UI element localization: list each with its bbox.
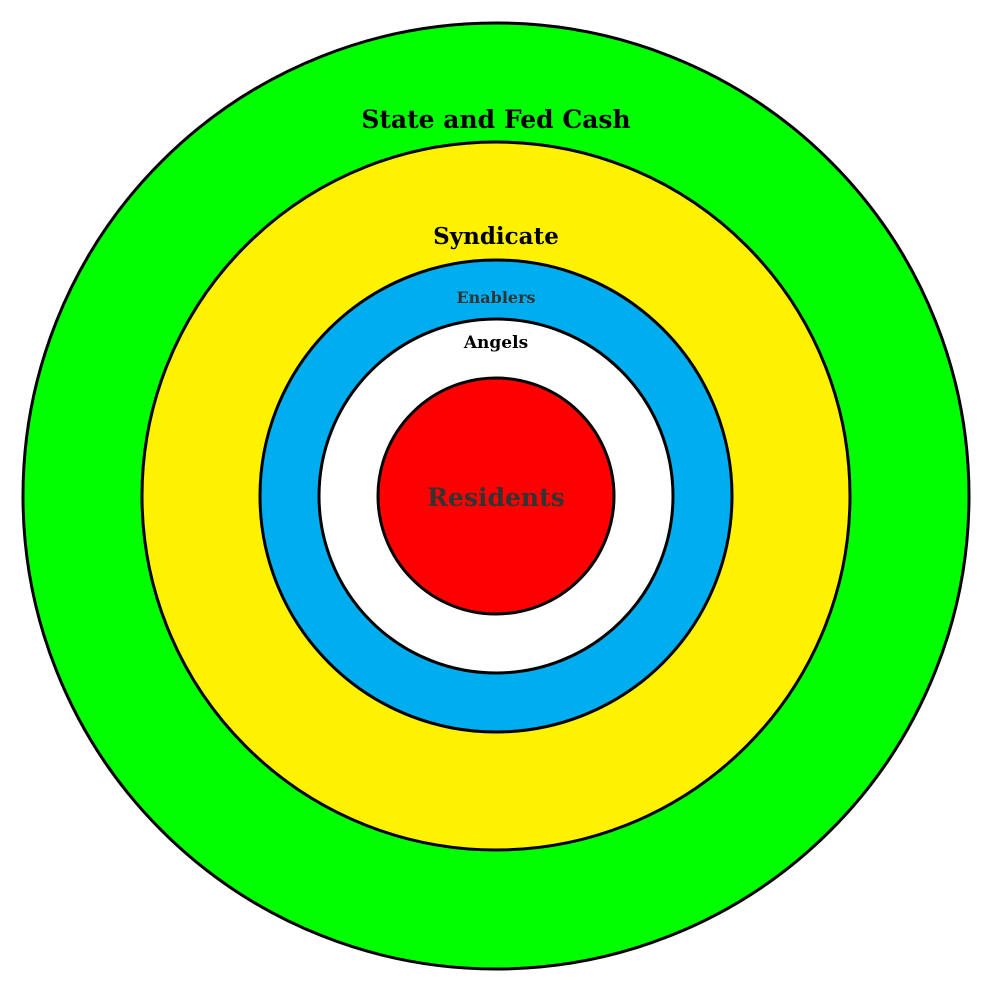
ring-residents [376, 376, 616, 616]
label-syndicate: Syndicate [433, 223, 559, 250]
label-angels: Angels [463, 333, 528, 353]
label-residents: Residents [427, 483, 564, 512]
label-state-fed-cash: State and Fed Cash [361, 105, 630, 134]
label-enablers: Enablers [456, 288, 535, 307]
